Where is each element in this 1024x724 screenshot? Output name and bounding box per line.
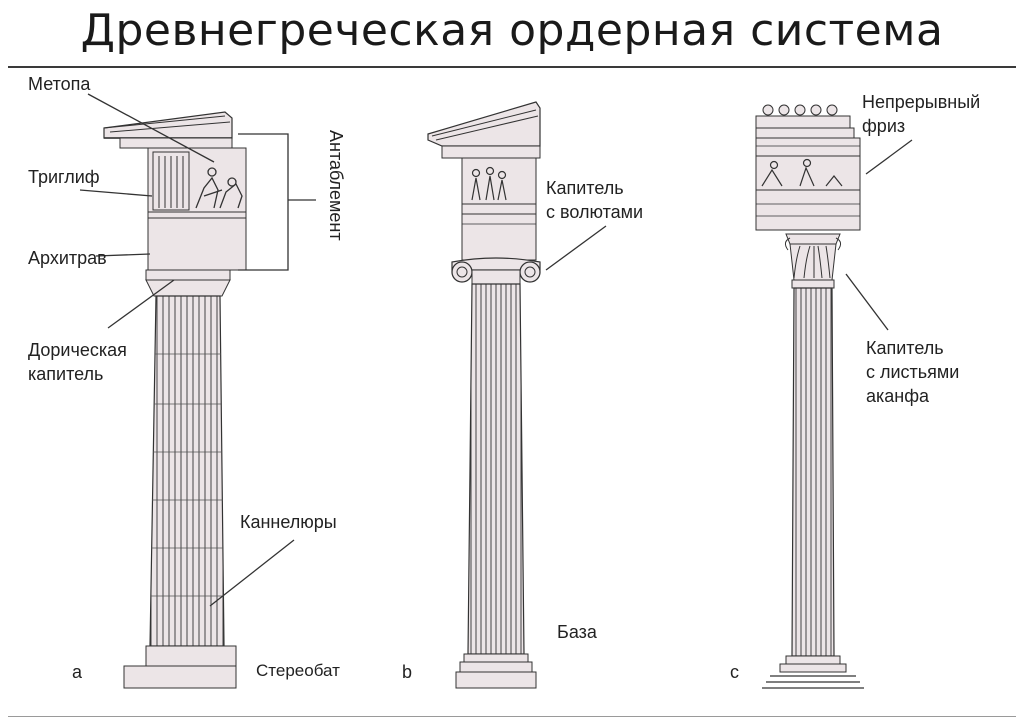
label-antablement: Антаблемент <box>326 130 346 241</box>
label-frieze-line2: фриз <box>862 116 905 136</box>
doric-column <box>103 111 316 689</box>
page-title: Древнегреческая ордерная система <box>80 5 944 56</box>
label-corinth-capital-line2: с листьями <box>866 362 959 382</box>
label-baza: База <box>557 622 598 642</box>
label-ionic-capital-line1: Капитель <box>546 178 624 198</box>
label-doric-capital-line2: капитель <box>28 364 103 384</box>
ionic-column <box>427 101 541 689</box>
title-divider <box>8 66 1016 68</box>
label-arhitrav: Архитрав <box>28 248 107 268</box>
label-stereobat: Стереобат <box>256 661 340 680</box>
label-corinth-capital-line1: Капитель <box>866 338 944 358</box>
corinthian-column <box>755 104 864 689</box>
label-frieze-line1: Непрерывный <box>862 92 980 112</box>
label-triglif: Триглиф <box>28 167 100 187</box>
label-letter-b: b <box>402 662 412 682</box>
label-letter-a: a <box>72 662 83 682</box>
footer-divider <box>8 716 1016 717</box>
label-doric-capital-line1: Дорическая <box>28 340 127 360</box>
label-letter-c: c <box>730 662 739 682</box>
label-metopa: Метопа <box>28 74 91 94</box>
label-corinth-capital-line3: аканфа <box>866 386 930 406</box>
leader-lines <box>79 93 913 607</box>
label-kannelury: Каннелюры <box>240 512 337 532</box>
label-ionic-capital-line2: с волютами <box>546 202 643 222</box>
